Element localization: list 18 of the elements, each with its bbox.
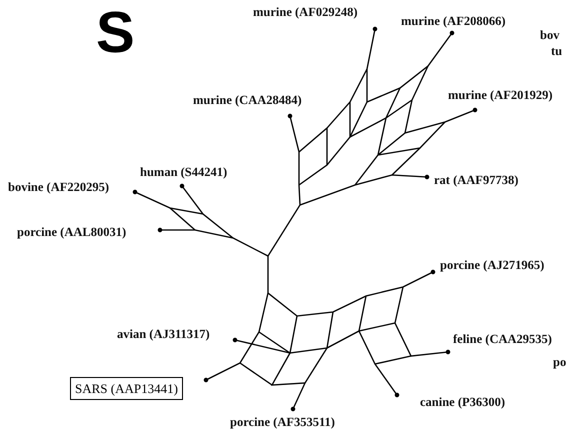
taxon-label: porcine (AAL80031): [17, 225, 126, 240]
panel-letter: S: [96, 2, 135, 64]
taxon-label: canine (P36300): [420, 395, 506, 410]
taxon-label: murine (AF208066): [401, 14, 506, 29]
taxon-label: bovine (AF220295): [8, 180, 110, 195]
taxon-box: SARS (AAP13441): [70, 377, 183, 400]
taxon-label: feline (CAA29535): [453, 332, 552, 347]
taxon-label: murine (CAA28484): [193, 93, 302, 108]
taxon-label: rat (AAF97738): [434, 173, 518, 188]
taxon-label: murine (AF201929): [448, 88, 552, 103]
taxon-label: tu: [551, 44, 562, 59]
taxon-label: porcine (AJ271965): [440, 258, 544, 273]
taxon-label: avian (AJ311317): [117, 327, 210, 342]
taxon-label: po: [553, 355, 566, 370]
taxon-label: human (S44241): [140, 165, 228, 180]
taxon-label: porcine (AF353511): [230, 415, 335, 430]
taxon-label: murine (AF029248): [253, 5, 358, 20]
taxon-label: bov: [540, 28, 560, 43]
